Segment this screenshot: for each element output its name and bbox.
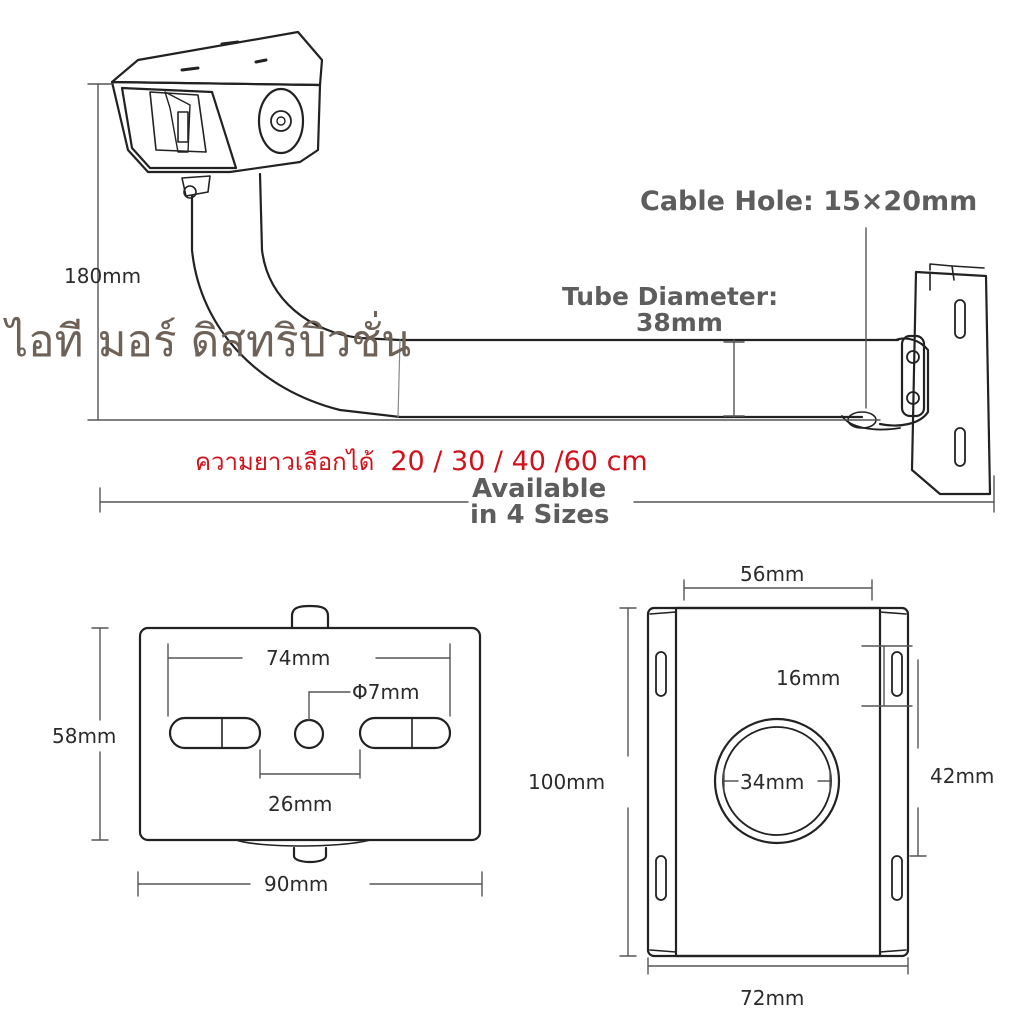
slot-16-label: 16mm (776, 666, 841, 690)
wall-width-72-label: 72mm (740, 986, 805, 1010)
height-180-label: 180mm (64, 264, 142, 288)
cable-hole-label: Cable Hole: 15×20mm (640, 186, 978, 217)
base-height-58-label: 58mm (52, 724, 117, 748)
length-options-values: 20 / 30 / 40 /60 cm (390, 446, 648, 477)
wall-plate-drawing (646, 606, 910, 958)
tube-diameter-label: Tube Diameter: (562, 282, 779, 311)
side-view-bracket (110, 30, 992, 496)
camera-mount-head (110, 30, 324, 199)
bracket-arm-tube (190, 172, 900, 419)
available-label: Available (472, 474, 607, 504)
wall-plate-dimension-lines (619, 579, 927, 975)
wall-width-56-label: 56mm (740, 562, 805, 586)
base-plate-drawing (138, 604, 482, 864)
base-width-90-label: 90mm (264, 872, 329, 896)
base-plate-dimension-lines (91, 627, 483, 897)
hole-34-label: 34mm (740, 770, 805, 794)
tube-diameter-value: 38mm (636, 308, 723, 337)
length-options-thai: ความยาวเลือกได้ (195, 448, 375, 476)
length-options: ความยาวเลือกได้ 20 / 30 / 40 /60 cm (195, 442, 648, 481)
wall-plate-side (910, 263, 992, 496)
hole-diameter-label: Φ7mm (352, 680, 420, 704)
spacing-42-label: 42mm (930, 764, 995, 788)
side-dimension-lines (87, 83, 995, 513)
wall-height-100-label: 100mm (528, 770, 606, 794)
available-sizes-label: in 4 Sizes (470, 500, 610, 530)
watermark-text: ไอที มอร์ ดิสทริบิวชั่น (6, 316, 412, 367)
slot-gap-26-label: 26mm (268, 792, 333, 816)
base-width-74-label: 74mm (266, 646, 331, 670)
